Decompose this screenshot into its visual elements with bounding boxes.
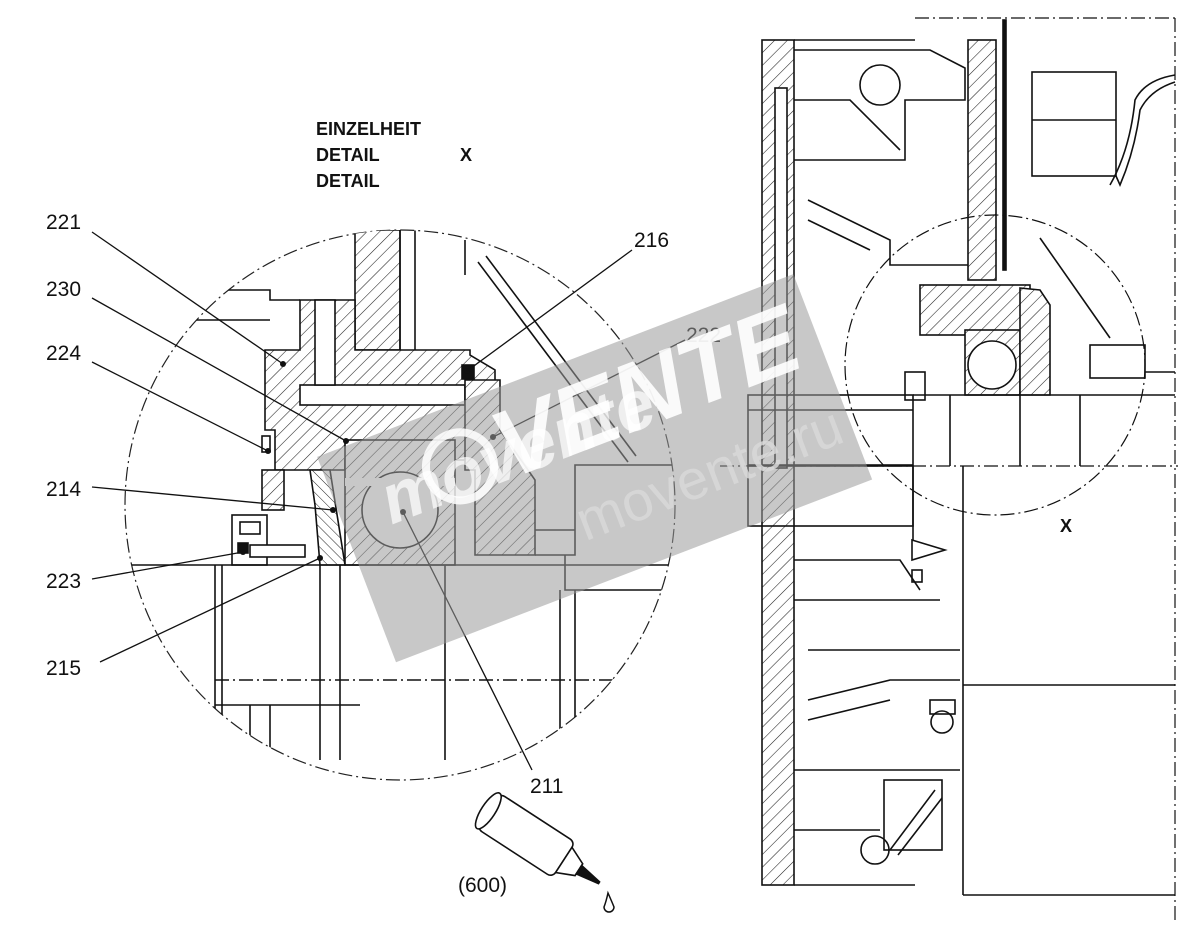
callout-223: 223 <box>46 570 81 593</box>
callout-216: 216 <box>634 229 669 252</box>
callout-214: 214 <box>46 478 81 501</box>
callout-215: 215 <box>46 657 81 680</box>
detail-x-marker-label: X <box>1060 516 1072 536</box>
callout-211: 211 <box>530 775 563 798</box>
callout-224: 224 <box>46 342 81 365</box>
detail-title-line2: DETAIL <box>316 145 380 165</box>
oil-tube-icon <box>474 792 601 885</box>
watermark-logo-icon <box>422 428 499 505</box>
callout-221: 221 <box>46 211 81 234</box>
callout-230: 230 <box>46 278 81 301</box>
callout-600: (600) <box>458 874 507 897</box>
drop-icon <box>603 890 615 913</box>
detail-title-marker: X <box>460 145 472 165</box>
detail-title-line1: EINZELHEIT <box>316 119 421 139</box>
watermark: VENTE movente.ru movente <box>317 274 873 663</box>
detail-title-line3: DETAIL <box>316 171 380 191</box>
detail-x-marker-circle <box>844 214 1146 516</box>
watermark-banner <box>317 274 873 663</box>
